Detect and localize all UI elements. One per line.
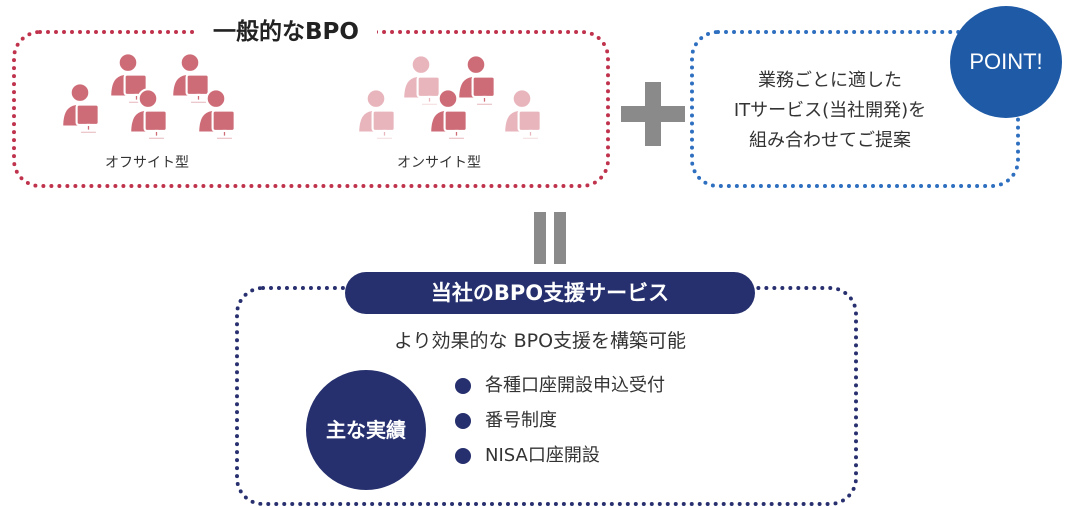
result-text: 番号制度 (485, 410, 557, 431)
results-list: 各種口座開設申込受付 番号制度 NISA口座開設 (455, 368, 665, 473)
list-item: 番号制度 (455, 403, 665, 438)
point-badge: POINT! (950, 6, 1062, 118)
result-text: 各種口座開設申込受付 (485, 375, 665, 396)
onsite-label: オンサイト型 (397, 155, 481, 171)
point-description: 業務ごとに適した ITサービス(当社開発)を 組み合わせてご提案 (705, 66, 955, 156)
service-subtitle: より効果的な BPO支援を構築可能 (393, 330, 687, 352)
point-line: ITサービス(当社開発)を (733, 100, 927, 121)
point-line: 組み合わせてご提案 (749, 130, 911, 151)
bullet-icon (455, 378, 471, 394)
service-title: 当社のBPO支援サービス (345, 272, 755, 314)
onsite-operators-icon (357, 54, 542, 141)
list-item: NISA口座開設 (455, 438, 665, 473)
operator-icon (357, 88, 396, 141)
offsite-label: オフサイト型 (105, 155, 189, 171)
operator-icon (503, 88, 542, 141)
list-item: 各種口座開設申込受付 (455, 368, 665, 403)
operator-icon (61, 82, 100, 135)
equals-sign-icon (534, 212, 566, 264)
bullet-icon (455, 413, 471, 429)
offsite-operators-icon (61, 52, 236, 141)
results-badge: 主な実績 (306, 370, 426, 490)
result-text: NISA口座開設 (485, 445, 600, 466)
operator-icon (402, 54, 441, 107)
bullet-icon (455, 448, 471, 464)
plus-sign-icon (621, 82, 685, 146)
general-bpo-title: 一般的なBPO (195, 16, 377, 48)
operator-icon (457, 54, 496, 107)
point-line: 業務ごとに適した (758, 70, 902, 91)
operator-icon (171, 52, 210, 105)
